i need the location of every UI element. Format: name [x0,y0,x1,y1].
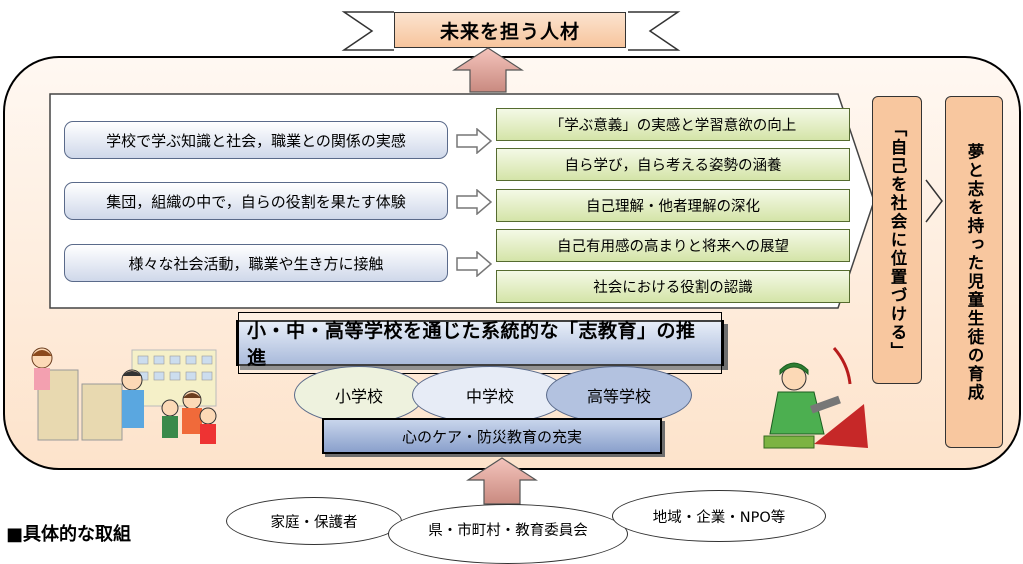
bottom-bar: 心のケア・防災教育の充実 [322,418,662,454]
ellipse-community: 地域・企業・NPO等 [612,490,826,542]
column-dream-aspiration: 夢と志を持った児童生徒の育成 [945,96,1003,448]
ellipse-family: 家庭・保護者 [226,497,402,545]
right-arrow-icon [456,251,493,277]
green-item-role-recognition: 社会における役割の認識 [496,270,850,303]
ellipse-elementary: 小学校 [294,366,424,424]
chevron-right-icon [925,179,943,223]
ellipse-junior-high: 中学校 [412,366,568,424]
green-item-self-understanding: 自己理解・他者理解の深化 [496,189,850,222]
worker-illustration [763,347,868,449]
right-arrow-icon [456,189,493,215]
center-title-bar: 小・中・高等学校を通じた系統的な「志教育」の推進 [236,312,724,374]
center-title: 小・中・高等学校を通じた系統的な「志教育」の推進 [238,312,722,374]
green-item-learning-meaning: 「学ぶ意義」の実感と学習意欲の向上 [496,108,850,141]
column-self-label: 「自己を社会に位置づける」 [888,119,907,361]
left-item-social: 様々な社会活動，職業や生き方に接触 [64,244,448,282]
right-arrow-icon [456,128,493,154]
up-arrow-icon [466,457,538,505]
ellipse-high-school: 高等学校 [546,366,692,424]
green-item-self-usefulness: 自己有用感の高まりと将来への展望 [496,229,850,262]
ellipse-prefecture: 県・市町村・教育委員会 [388,504,628,564]
up-arrow-icon [452,47,524,93]
banner-title: 未来を担う人材 [394,12,626,48]
children-illustration [31,347,217,444]
left-item-knowledge: 学校で学ぶ知識と社会，職業との関係の実感 [64,121,448,159]
left-item-role: 集団，組織の中で，自らの役割を果たす体験 [64,182,448,220]
section-caption: ■具体的な取組 [6,524,132,545]
column-self-in-society: 「自己を社会に位置づける」 [872,96,922,384]
column-dream-label: 夢と志を持った児童生徒の育成 [965,142,984,402]
green-item-self-study: 自ら学び，自ら考える姿勢の涵養 [496,148,850,181]
banner-ribbon [341,11,681,51]
